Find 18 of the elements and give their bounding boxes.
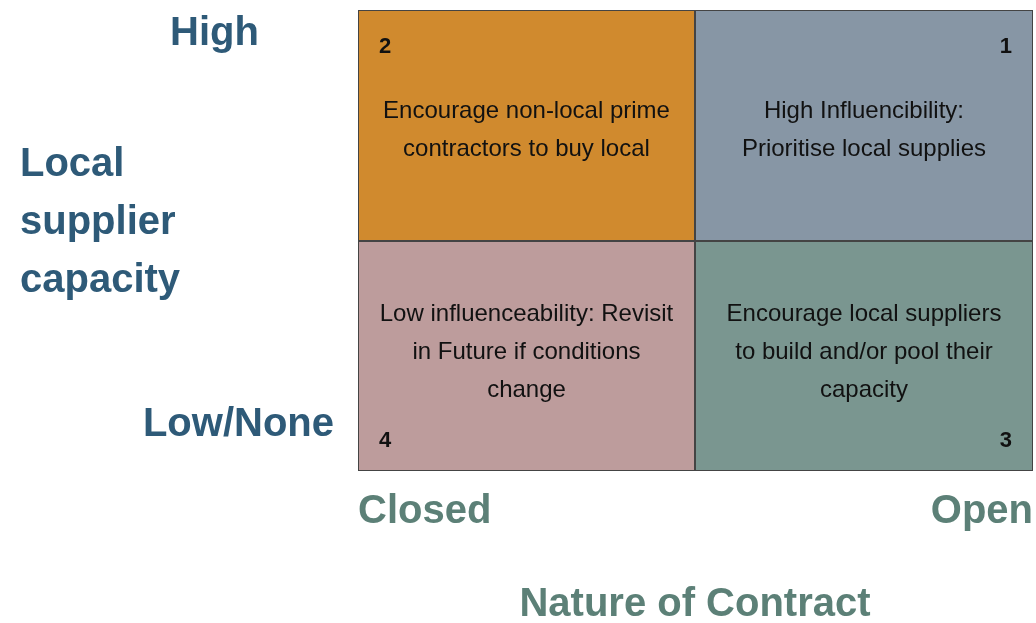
quadrant-number: 3 [999, 427, 1012, 453]
axis-label: Nature of Contract [519, 579, 871, 623]
quadrant-number: 4 [379, 427, 392, 453]
quadrant-text: Encourage local suppliers to build and/or pool their capacity [725, 298, 1003, 404]
axis-label: Local supplier capacity [20, 139, 182, 302]
matrix-quadrant [358, 241, 695, 471]
matrix-quadrant [695, 241, 1033, 471]
axis-label: Closed [358, 486, 492, 533]
quadrant-text: High Influencibility: Prioritise local supplies [740, 95, 988, 163]
matrix-quadrant [358, 10, 695, 241]
quadrant-text: Low influenceability: Revisit in Future if conditions change [378, 298, 675, 404]
quadrant-number: 2 [379, 33, 392, 59]
matrix-quadrant [695, 10, 1033, 241]
quadrant-text: Encourage non-local prime contractors to buy local [382, 95, 671, 163]
axis-label: Open [930, 486, 1033, 533]
axis-label: High [170, 8, 259, 55]
axis-label: Low/None [142, 399, 334, 446]
quadrant-number: 1 [999, 33, 1012, 59]
